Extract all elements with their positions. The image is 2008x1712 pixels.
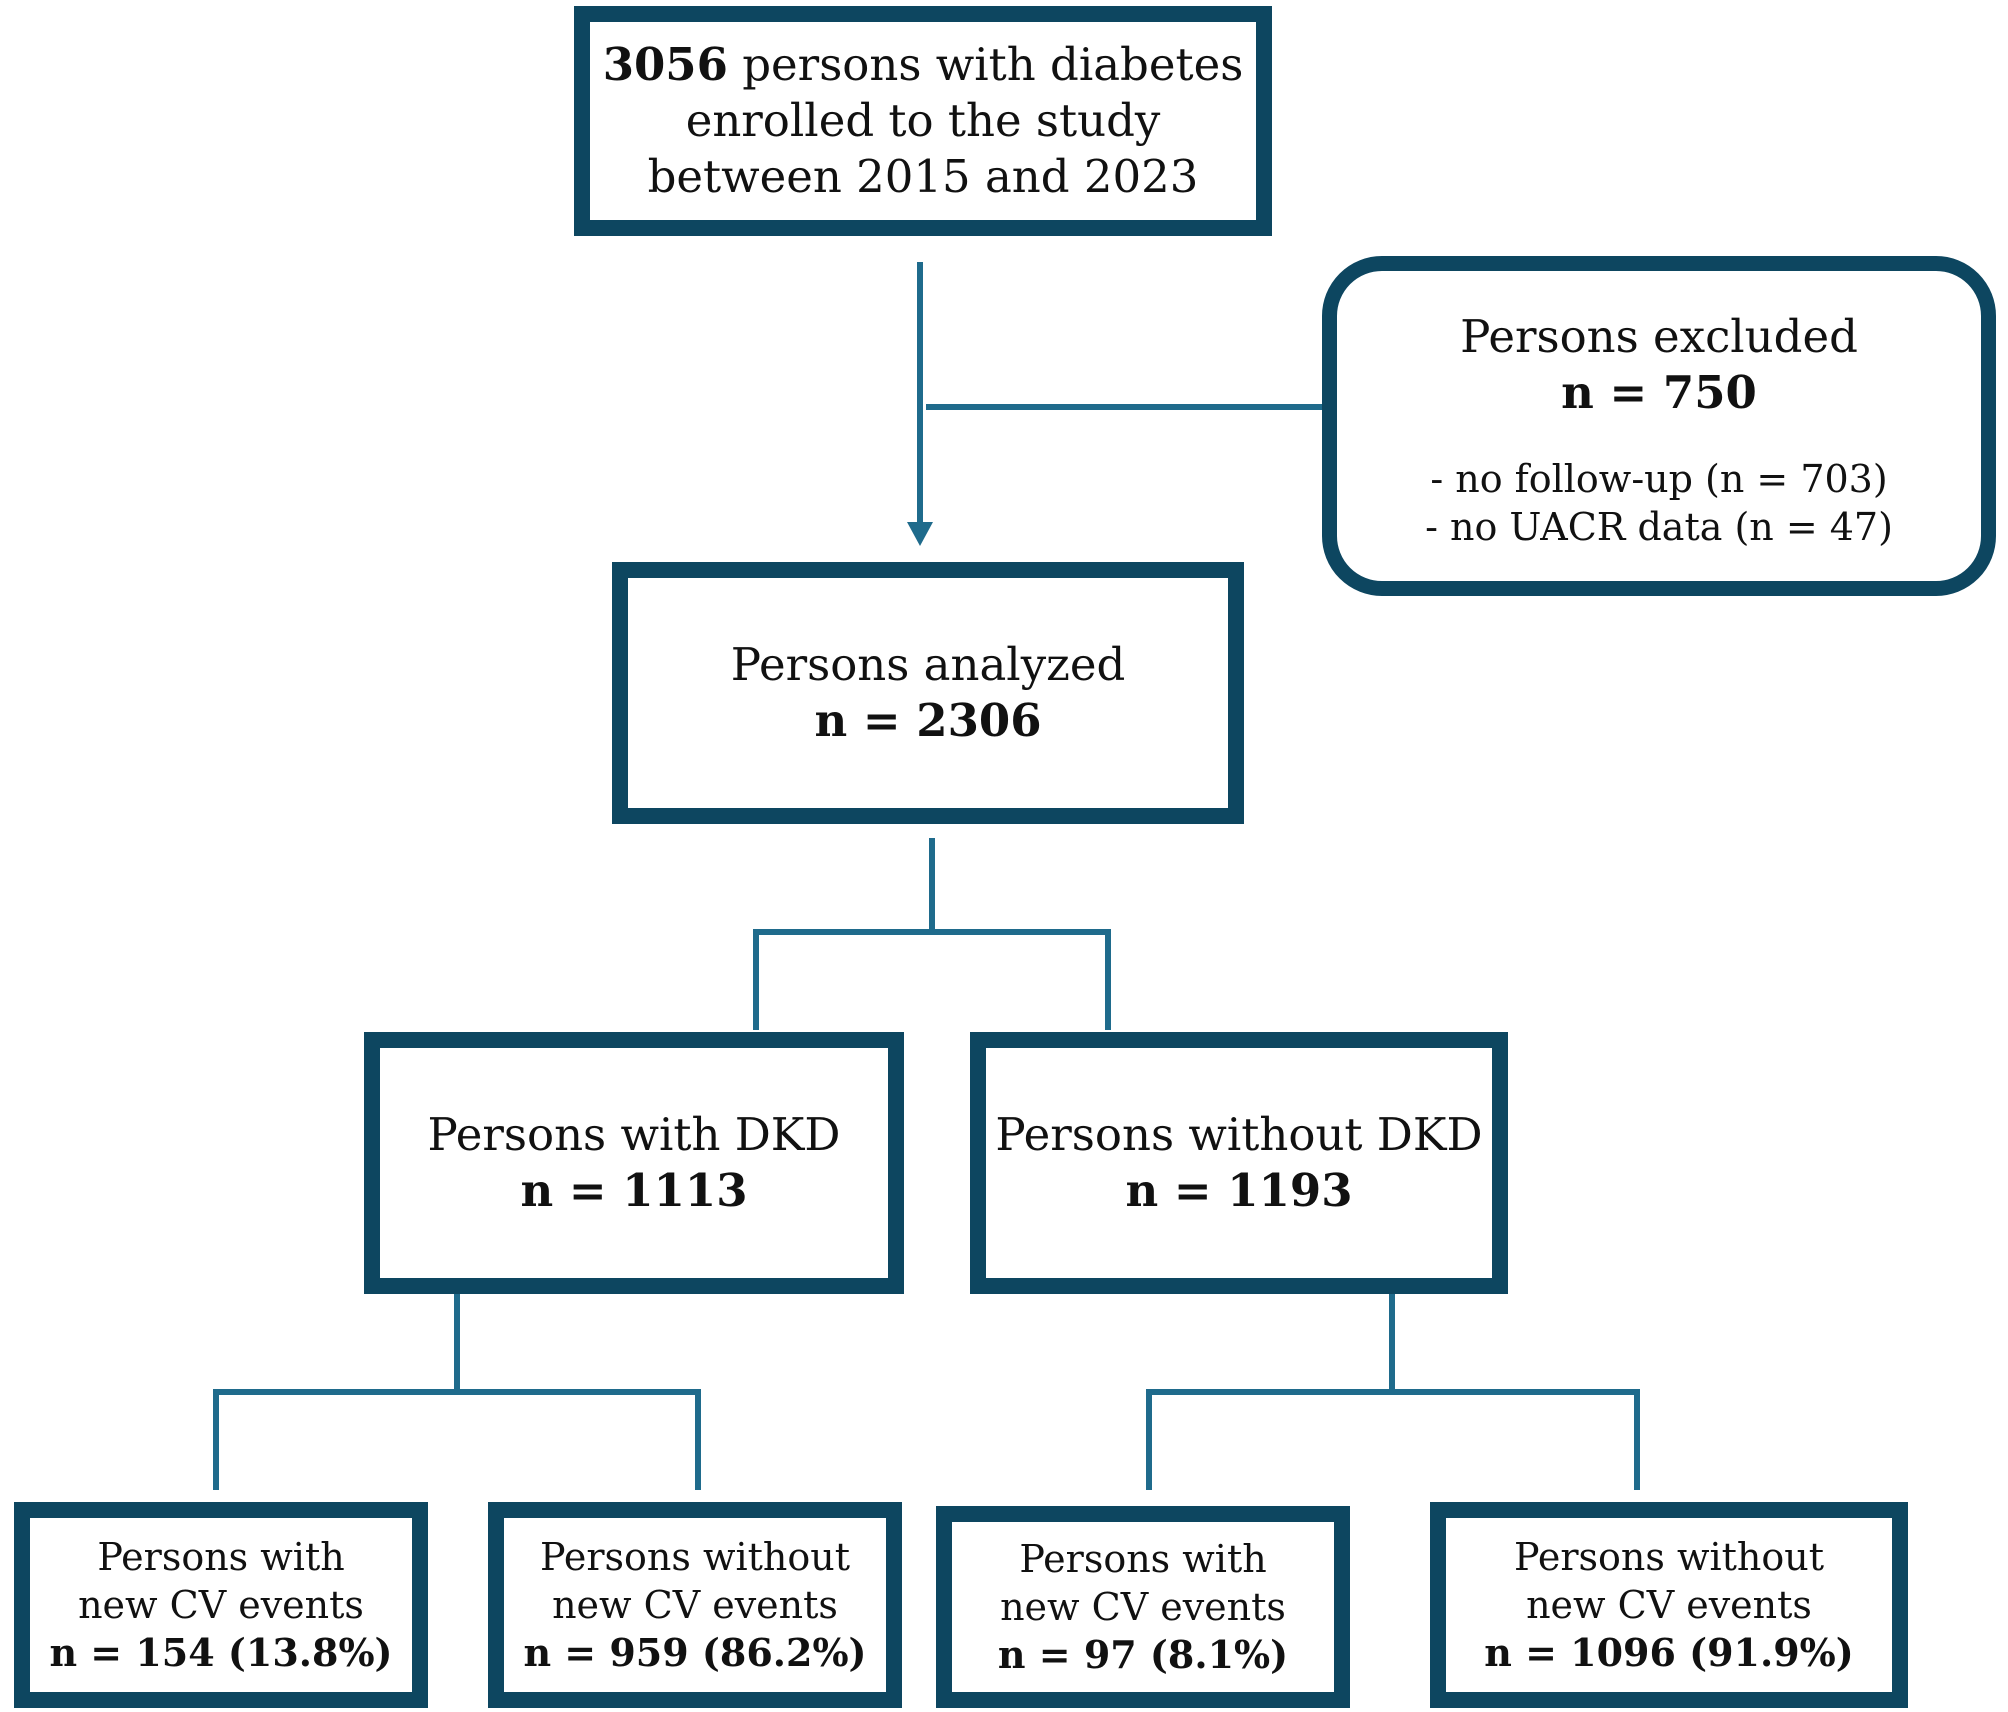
nodkd-without-cv-count: n = 1096 (91.9%) [1484,1630,1854,1675]
excluded-box: Persons excluded n = 750 - no follow-up … [1322,256,1996,596]
dkd-without-cv-box: Persons without new CV events n = 959 (8… [488,1502,902,1708]
dkd-with-cv-count: n = 154 (13.8%) [49,1630,393,1675]
enrolled-line-2: enrolled to the study [685,94,1161,147]
nodkd-without-cv-box: Persons without new CV events n = 1096 (… [1430,1502,1908,1708]
dkd-branch-connector [213,1389,701,1490]
excluded-reason-2: - no UACR data (n = 47) [1425,505,1893,549]
analyzed-box: Persons analyzed n = 2306 [612,562,1244,824]
analyzed-count: n = 2306 [814,694,1042,747]
dkd-without-cv-count: n = 959 (86.2%) [523,1630,867,1675]
nodkd-with-cv-line-2: new CV events [1000,1585,1286,1629]
dkd-box: Persons with DKD n = 1113 [364,1032,904,1294]
analyzed-title: Persons analyzed [730,638,1126,691]
arrowhead-icon [907,522,933,546]
excluded-reason-1: - no follow-up (n = 703) [1430,457,1888,501]
no-dkd-count: n = 1193 [1125,1164,1353,1217]
no-dkd-title: Persons without DKD [995,1108,1483,1161]
no-dkd-box: Persons without DKD n = 1193 [970,1032,1508,1294]
excluded-count: n = 750 [1561,366,1757,419]
dkd-count: n = 1113 [520,1164,748,1217]
dkd-without-cv-line-1: Persons without [540,1535,850,1579]
enrolled-line-3: between 2015 and 2023 [647,150,1199,203]
nodkd-with-cv-box: Persons with new CV events n = 97 (8.1%) [936,1506,1350,1708]
dkd-with-cv-line-2: new CV events [78,1583,364,1627]
dkd-title: Persons with DKD [427,1108,841,1161]
analyzed-branch-connector [753,929,1111,1030]
nodkd-branch-connector [1146,1389,1640,1490]
excluded-title: Persons excluded [1460,310,1858,363]
nodkd-without-cv-line-1: Persons without [1514,1535,1824,1579]
dkd-with-cv-line-1: Persons with [97,1535,345,1579]
enrolled-count: 3056 [602,38,728,91]
enrolled-line-1-rest: persons with diabetes [727,38,1244,91]
enrolled-line-1: 3056 persons with diabetes [603,37,1244,93]
dkd-with-cv-box: Persons with new CV events n = 154 (13.8… [14,1502,428,1708]
nodkd-without-cv-line-2: new CV events [1526,1583,1812,1627]
nodkd-with-cv-count: n = 97 (8.1%) [997,1632,1289,1677]
nodkd-with-cv-line-1: Persons with [1019,1537,1267,1581]
enrolled-box: 3056 persons with diabetes enrolled to t… [574,6,1272,236]
dkd-without-cv-line-2: new CV events [552,1583,838,1627]
